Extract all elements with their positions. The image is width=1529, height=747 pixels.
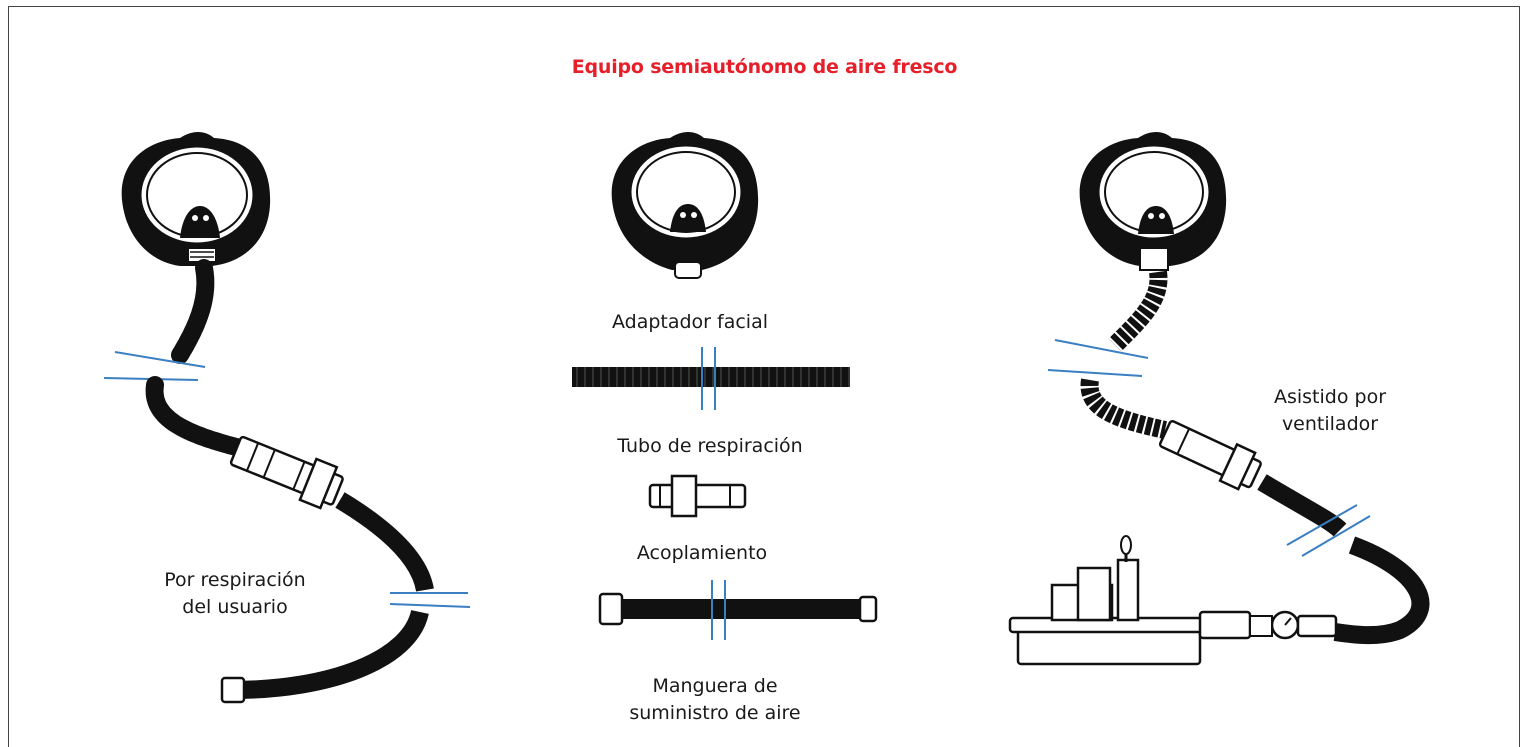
label-facial-adapter: Adaptador facial [611,311,769,333]
label-supply-hose-2: suministro de aire [629,702,801,724]
label-fan-assisted-1: Asistido por [1273,386,1387,408]
breathing-tube-right-lower [1080,378,1167,439]
label-breathing-tube: Tubo de respiración [617,435,803,457]
supply-hose-segment [604,599,866,619]
face-mask-left [121,132,271,266]
right-assembly [1008,132,1430,666]
break-line-left-1 [114,351,206,368]
label-supply-hose-1: Manguera de [652,675,778,697]
face-mask-right [1079,132,1227,271]
figure-title: Equipo semiautónomo de aire fresco [571,56,958,78]
break-line-right-3 [1286,504,1358,546]
breathing-tube-right-upper [1108,270,1168,352]
center-components [572,132,878,640]
supply-hose-right-upper [1257,474,1347,537]
label-coupling: Acoplamiento [636,542,768,564]
break-line-right-4 [1301,515,1371,557]
label-user-breathing-2: del usuario [182,596,288,618]
break-line-right-2 [1047,369,1143,377]
hose-end-left [220,676,246,704]
left-assembly [103,132,471,704]
break-line-right-1 [1054,339,1149,359]
supply-hose-right-lower [1333,536,1430,645]
supply-hose-left-upper [335,492,434,592]
coupling-left [229,435,344,510]
coupling-right [1158,420,1262,491]
breathing-tube-left-lower [145,376,249,457]
label-fan-assisted-2: ventilador [1281,413,1379,435]
fan-blower-unit [1008,535,1338,666]
supply-hose-left-lower [231,609,429,699]
face-mask-center [611,132,759,279]
breathing-tube-left-upper [171,259,215,364]
break-line-left-4 [389,603,471,608]
label-user-breathing-1: Por respiración [164,569,306,591]
breathing-tube-segment [572,367,850,387]
coupling-component [648,474,747,518]
